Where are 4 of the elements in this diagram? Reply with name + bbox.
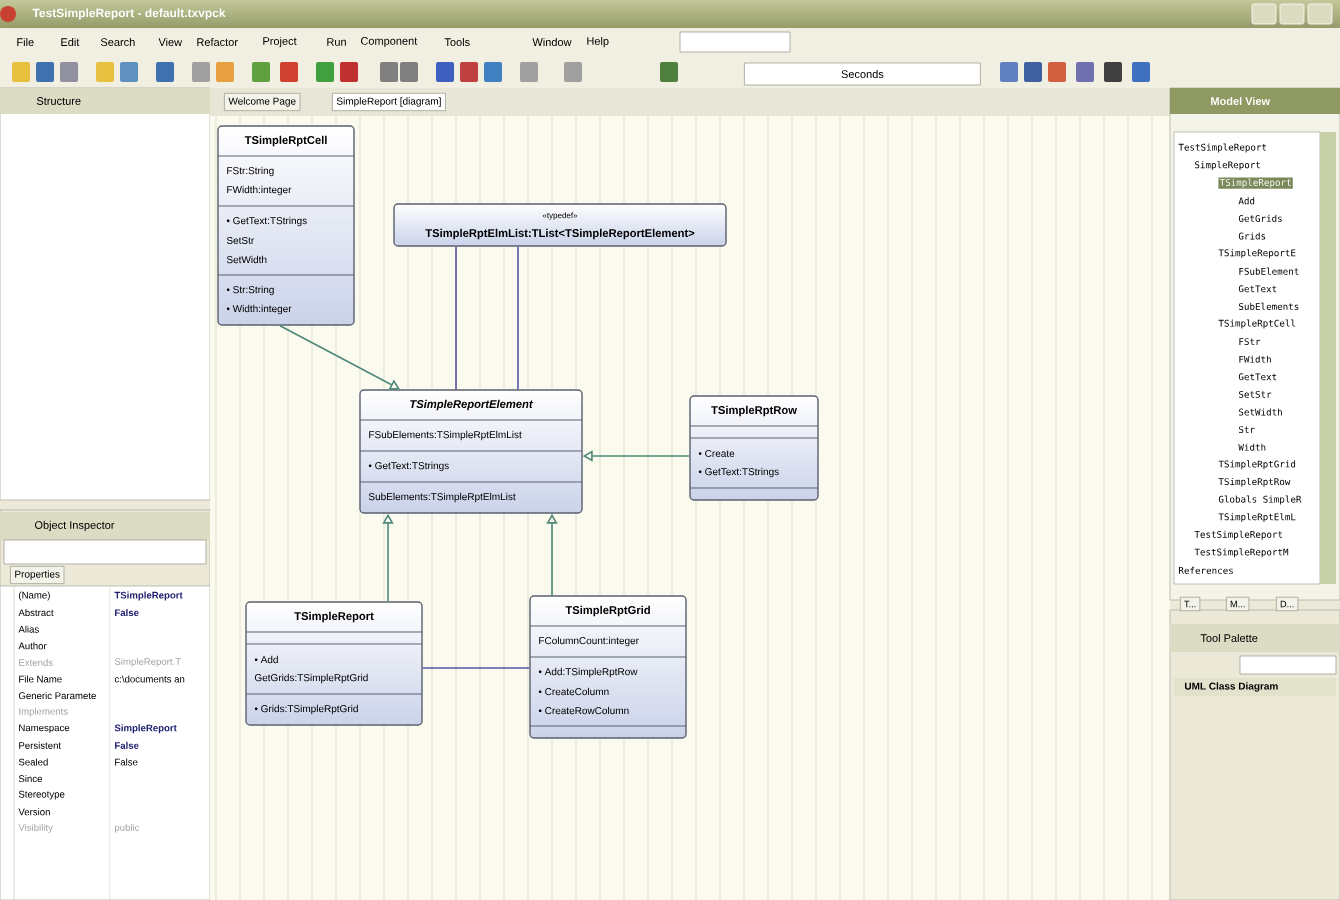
connector — [455, 245, 457, 391]
connector — [421, 667, 531, 669]
connector — [517, 245, 519, 391]
connector — [279, 324, 400, 390]
